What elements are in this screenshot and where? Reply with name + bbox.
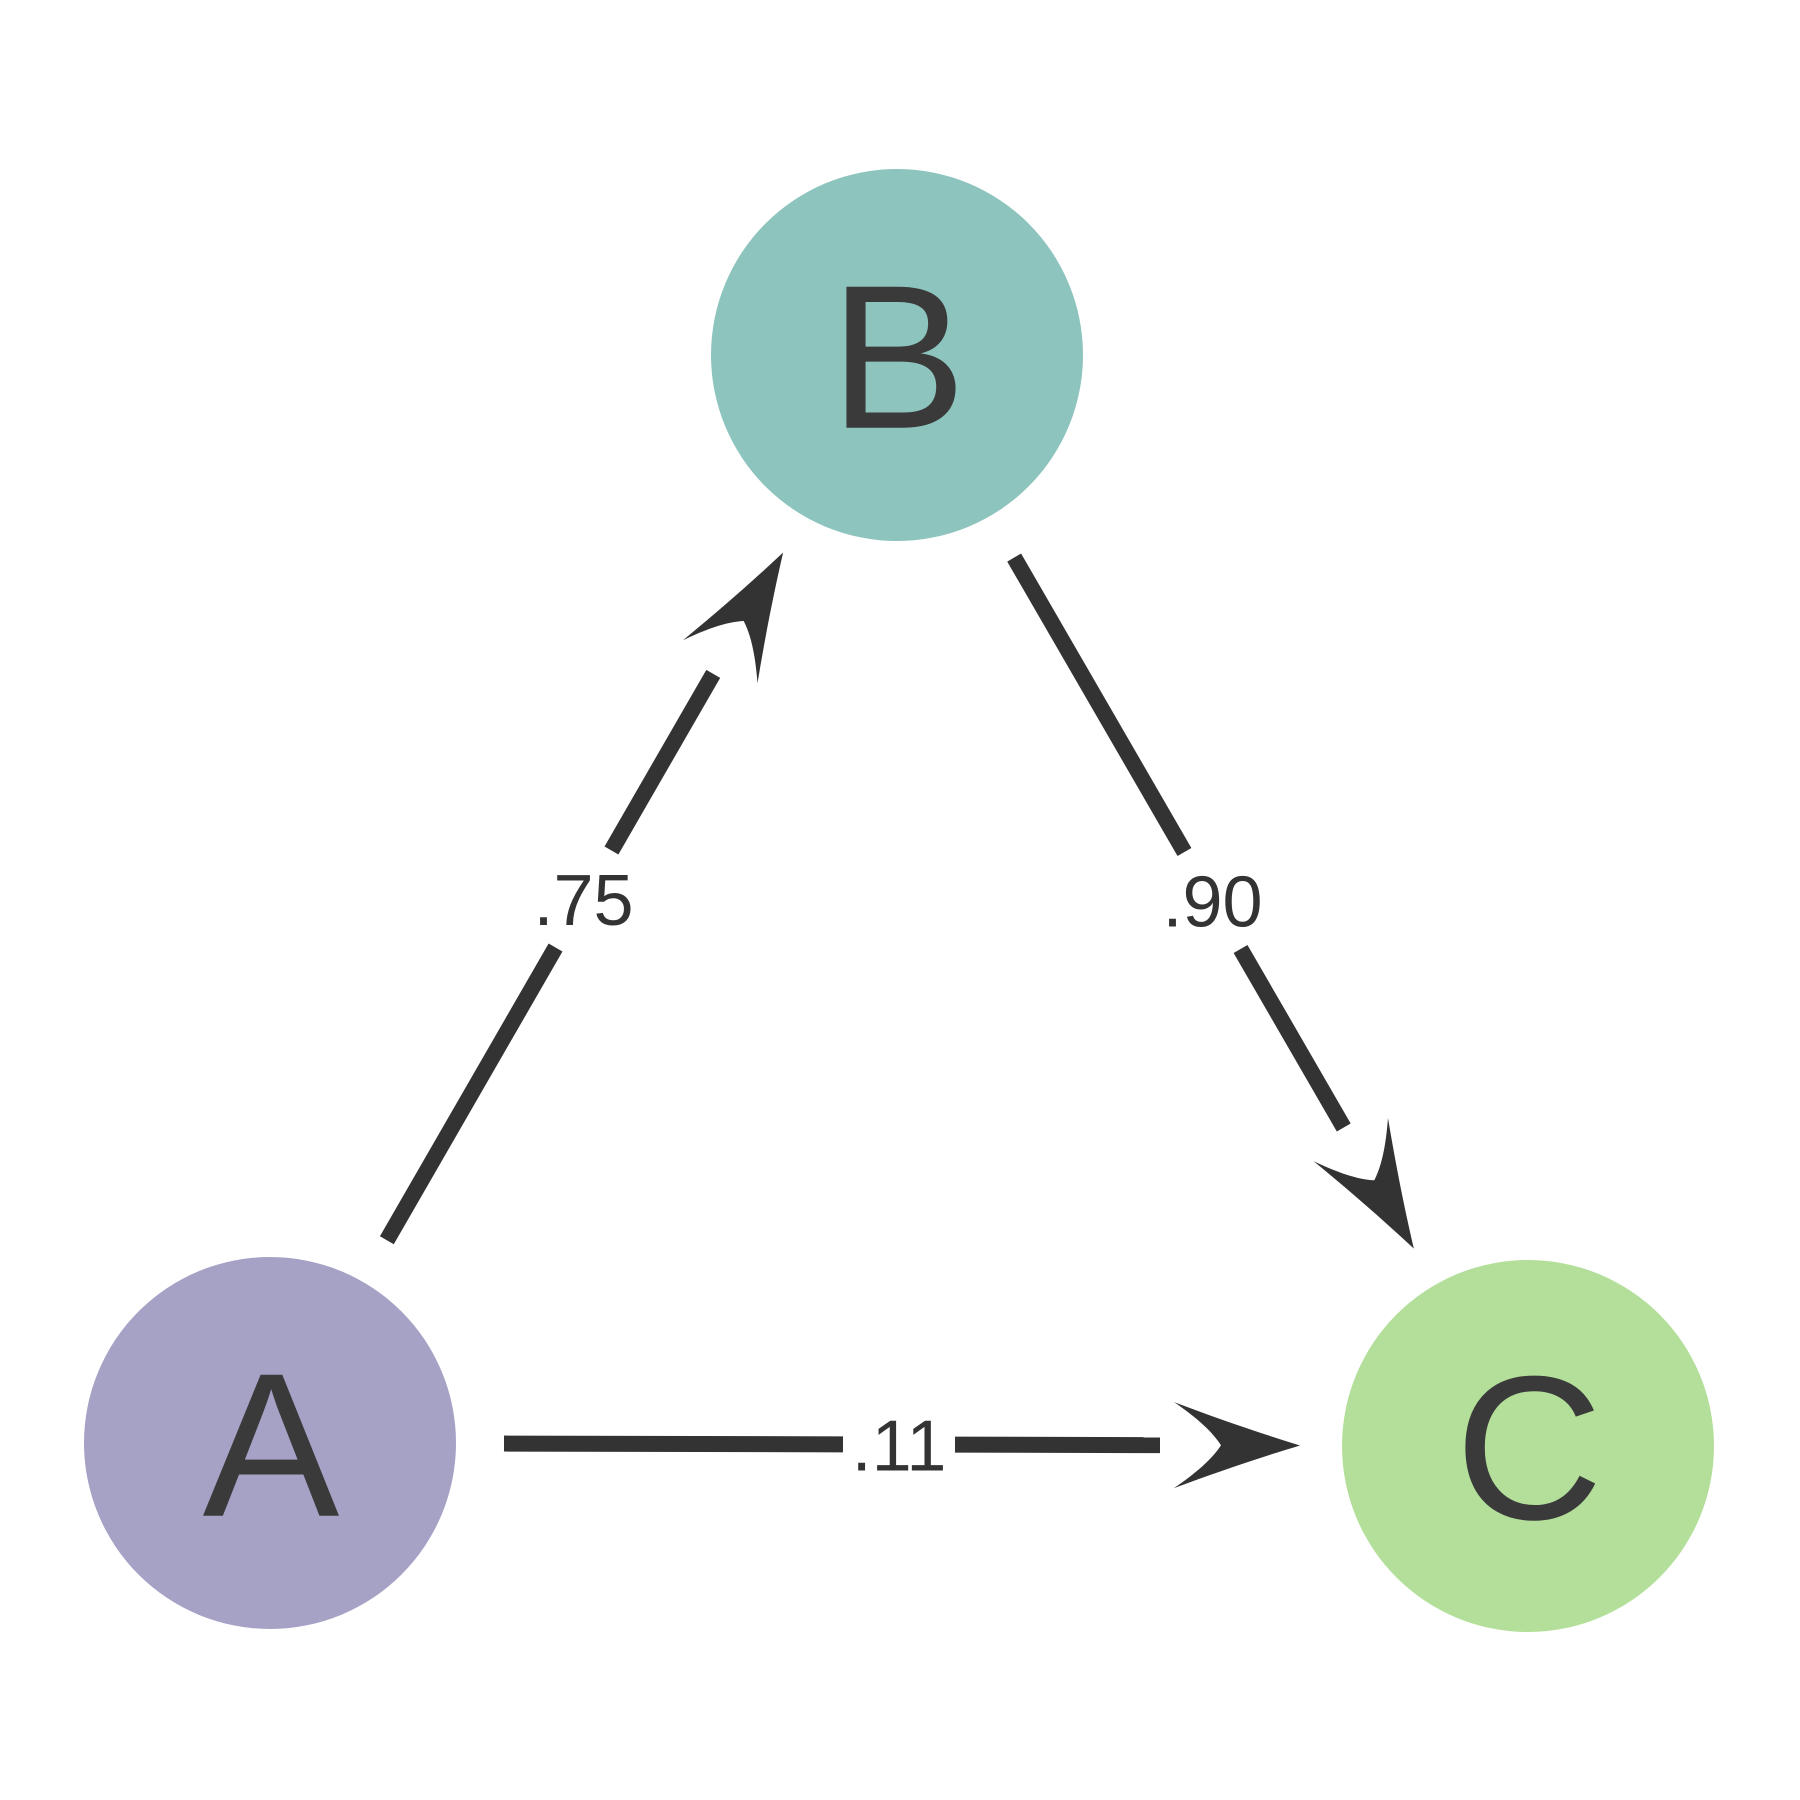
arrowhead-icon <box>1173 1402 1301 1489</box>
edge-a-c: .11 <box>503 1402 1301 1489</box>
node-circle-c <box>1342 1260 1714 1632</box>
edge-a-b: .75 <box>379 552 784 1245</box>
nodes-layer: A B C <box>84 169 1714 1632</box>
node-label-c: C <box>1455 1334 1601 1563</box>
node-circle-b <box>711 169 1083 541</box>
edge-weight-label: .90 <box>1162 862 1262 942</box>
edge-line-segment <box>1233 944 1351 1132</box>
edge-line-segment <box>604 669 721 855</box>
arrowhead-icon <box>1313 1118 1414 1249</box>
edge-weight-label: .75 <box>533 861 633 941</box>
node-label-b: B <box>830 243 965 472</box>
node-b: B <box>711 169 1083 541</box>
edges-layer: .75 .90 .11 <box>379 552 1414 1489</box>
node-circle-a <box>84 1257 456 1629</box>
node-a: A <box>84 1257 456 1629</box>
node-label-a: A <box>203 1331 340 1560</box>
edge-weight-label: .11 <box>852 1406 947 1486</box>
edge-b-c: .90 <box>1007 553 1414 1249</box>
edge-line-segment <box>1007 553 1192 857</box>
arrowhead-icon <box>682 552 784 684</box>
edge-line-segment <box>503 1435 844 1453</box>
node-c: C <box>1342 1260 1714 1632</box>
edge-line-segment <box>379 943 563 1245</box>
